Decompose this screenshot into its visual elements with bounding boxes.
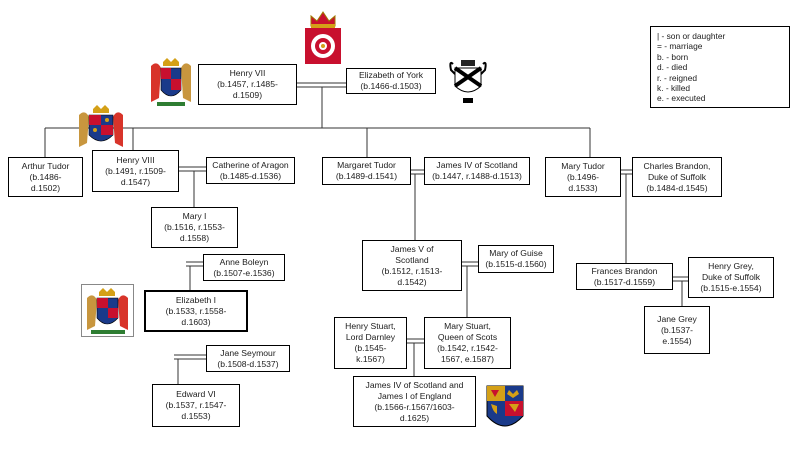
person-dates: (b.1542, r.1542- bbox=[437, 343, 498, 353]
person-name: Henry VII bbox=[229, 68, 266, 78]
person-dates: (b.1508-d.1537) bbox=[217, 358, 279, 369]
person-name: James V of bbox=[390, 243, 434, 254]
person-dates: (b.1466-d.1503) bbox=[360, 81, 422, 91]
person-name: Mary I bbox=[182, 211, 207, 221]
person-dates: (b.1457, r.1485- bbox=[217, 79, 278, 89]
legend-item: r. - reigned bbox=[657, 72, 698, 83]
person-name: Elizabeth of York bbox=[358, 70, 424, 80]
person-frances-brandon: Frances Brandon (b.1517-d.1559) bbox=[576, 263, 673, 290]
person-name: Edward VI bbox=[176, 389, 216, 399]
person-name: James I of England bbox=[377, 390, 452, 401]
person-name: James IV of Scotland and bbox=[365, 379, 464, 390]
person-name: Anne Boleyn bbox=[219, 256, 269, 267]
person-dates: (b.1485-d.1536) bbox=[219, 170, 282, 181]
legend-item: k. - killed bbox=[657, 83, 691, 94]
person-elizabeth-of-york: Elizabeth of York (b.1466-d.1503) bbox=[346, 68, 436, 94]
person-elizabeth-i: Elizabeth I (b.1533, r.1558- d.1603) bbox=[144, 290, 248, 332]
legend: | - son or daughter = - marriage b. - bo… bbox=[650, 26, 790, 108]
person-jane-grey: Jane Grey (b.1537- e.1554) bbox=[644, 306, 710, 354]
person-dates: d.1625) bbox=[399, 412, 430, 423]
person-arthur-tudor: Arthur Tudor (b.1486- d.1502) bbox=[8, 157, 83, 197]
person-dates: (b.1516, r.1553- bbox=[164, 222, 225, 232]
person-name: Margaret Tudor bbox=[337, 160, 396, 170]
person-catherine-of-aragon: Catherine of Aragon (b.1485-d.1536) bbox=[206, 157, 295, 184]
person-name: Jane Grey bbox=[657, 313, 697, 324]
henry7-arms-icon bbox=[151, 58, 191, 106]
person-dates: (b.1486- bbox=[29, 171, 62, 182]
person-dates: d.1533) bbox=[568, 182, 598, 193]
person-name: Henry Stuart, bbox=[345, 321, 396, 331]
person-dates: (b.1489-d.1541) bbox=[335, 171, 398, 181]
person-dates: (b.1515-d.1560) bbox=[485, 259, 547, 269]
person-james-v: James V of Scotland (b.1512, r.1513- d.1… bbox=[362, 240, 462, 291]
person-name: Mary Tudor bbox=[561, 160, 605, 171]
person-mary-stuart: Mary Stuart, Queen of Scots (b.1542, r.1… bbox=[424, 317, 511, 369]
person-margaret-tudor: Margaret Tudor (b.1489-d.1541) bbox=[322, 157, 411, 185]
person-name: Frances Brandon bbox=[591, 265, 658, 276]
person-dates: d.1547) bbox=[120, 176, 151, 187]
person-henry-vii: Henry VII (b.1457, r.1485- d.1509) bbox=[198, 64, 297, 105]
legend-item: d. - died bbox=[657, 62, 688, 73]
person-dates: (b.1496- bbox=[566, 171, 599, 182]
person-dates: d.1553) bbox=[181, 411, 211, 421]
legend-item: | - son or daughter bbox=[657, 31, 726, 41]
person-name: James IV of Scotland bbox=[436, 160, 518, 170]
person-name: Charles Brandon, bbox=[643, 160, 711, 171]
person-dates: (b.1517-d.1559) bbox=[593, 276, 656, 287]
person-title: Duke of Suffolk bbox=[701, 272, 761, 282]
person-dates: 1567, e.1587) bbox=[440, 354, 495, 364]
person-james-vi-i: James IV of Scotland and James I of Engl… bbox=[353, 376, 476, 427]
person-mary-of-guise: Mary of Guise (b.1515-d.1560) bbox=[478, 245, 554, 273]
legend-item: b. - born bbox=[657, 51, 689, 62]
person-title: Lord Darnley bbox=[345, 332, 396, 342]
person-name: Arthur Tudor bbox=[21, 160, 70, 171]
person-dates: k.1567) bbox=[356, 354, 385, 364]
legend-item: = - marriage bbox=[657, 41, 703, 52]
tudor-rose-crest-icon bbox=[305, 11, 341, 64]
person-name: Henry VIII bbox=[116, 154, 155, 165]
person-dates: (b.1512, r.1513- bbox=[381, 265, 443, 276]
person-dates: (b.1566-r.1567/1603- bbox=[374, 401, 455, 412]
person-charles-brandon: Charles Brandon, Duke of Suffolk (b.1484… bbox=[632, 157, 722, 197]
person-dates: d.1509) bbox=[232, 90, 263, 100]
person-dates: e.1554) bbox=[662, 335, 692, 346]
henry8-arms-icon bbox=[79, 105, 123, 147]
legend-item: e. - executed bbox=[657, 93, 706, 104]
person-dates: d.1558) bbox=[179, 233, 210, 243]
person-dates: (b.1533, r.1558- bbox=[165, 305, 227, 316]
person-mary-tudor: Mary Tudor (b.1496- d.1533) bbox=[545, 157, 621, 197]
person-dates: d.1603) bbox=[181, 316, 211, 327]
york-arms-icon bbox=[449, 60, 487, 103]
person-name: Elizabeth I bbox=[175, 294, 217, 305]
person-title: Queen of Scots bbox=[437, 332, 498, 342]
stuart-royal-arms-icon bbox=[486, 385, 524, 427]
person-dates: (b.1491, r.1509- bbox=[105, 165, 166, 176]
person-henry-viii: Henry VIII (b.1491, r.1509- d.1547) bbox=[92, 150, 179, 192]
person-name: Scotland bbox=[395, 254, 429, 265]
person-dates: d.1502) bbox=[30, 182, 61, 193]
person-name: Mary Stuart, bbox=[444, 321, 491, 331]
person-james-iv: James IV of Scotland (b.1447, r.1488-d.1… bbox=[424, 157, 530, 185]
person-dates: (b.1484-d.1545) bbox=[646, 182, 708, 193]
person-henry-stuart-darnley: Henry Stuart, Lord Darnley (b.1545- k.15… bbox=[334, 317, 407, 369]
person-dates: (b.1447, r.1488-d.1513) bbox=[432, 171, 522, 181]
person-dates: (b.1537, r.1547- bbox=[165, 400, 227, 410]
person-title: Duke of Suffolk bbox=[647, 171, 707, 182]
person-mary-i: Mary I (b.1516, r.1553- d.1558) bbox=[151, 207, 238, 248]
elizabeth1-arms-icon bbox=[81, 284, 134, 337]
person-dates: (b.1537- bbox=[660, 324, 693, 335]
person-edward-vi: Edward VI (b.1537, r.1547- d.1553) bbox=[152, 384, 240, 427]
person-dates: (b.1545- bbox=[354, 343, 387, 353]
person-name: Catherine of Aragon bbox=[212, 159, 289, 170]
person-anne-boleyn: Anne Boleyn (b.1507-e.1536) bbox=[203, 254, 285, 281]
person-name: Henry Grey, bbox=[708, 261, 754, 271]
person-jane-seymour: Jane Seymour (b.1508-d.1537) bbox=[206, 345, 290, 372]
person-dates: (b.1507-e.1536) bbox=[213, 267, 275, 278]
person-name: Jane Seymour bbox=[220, 347, 276, 358]
person-henry-grey: Henry Grey, Duke of Suffolk (b.1515-e.15… bbox=[688, 257, 774, 298]
person-name: Mary of Guise bbox=[489, 248, 543, 258]
person-dates: d.1542) bbox=[397, 276, 427, 287]
person-dates: (b.1515-e.1554) bbox=[700, 283, 762, 293]
